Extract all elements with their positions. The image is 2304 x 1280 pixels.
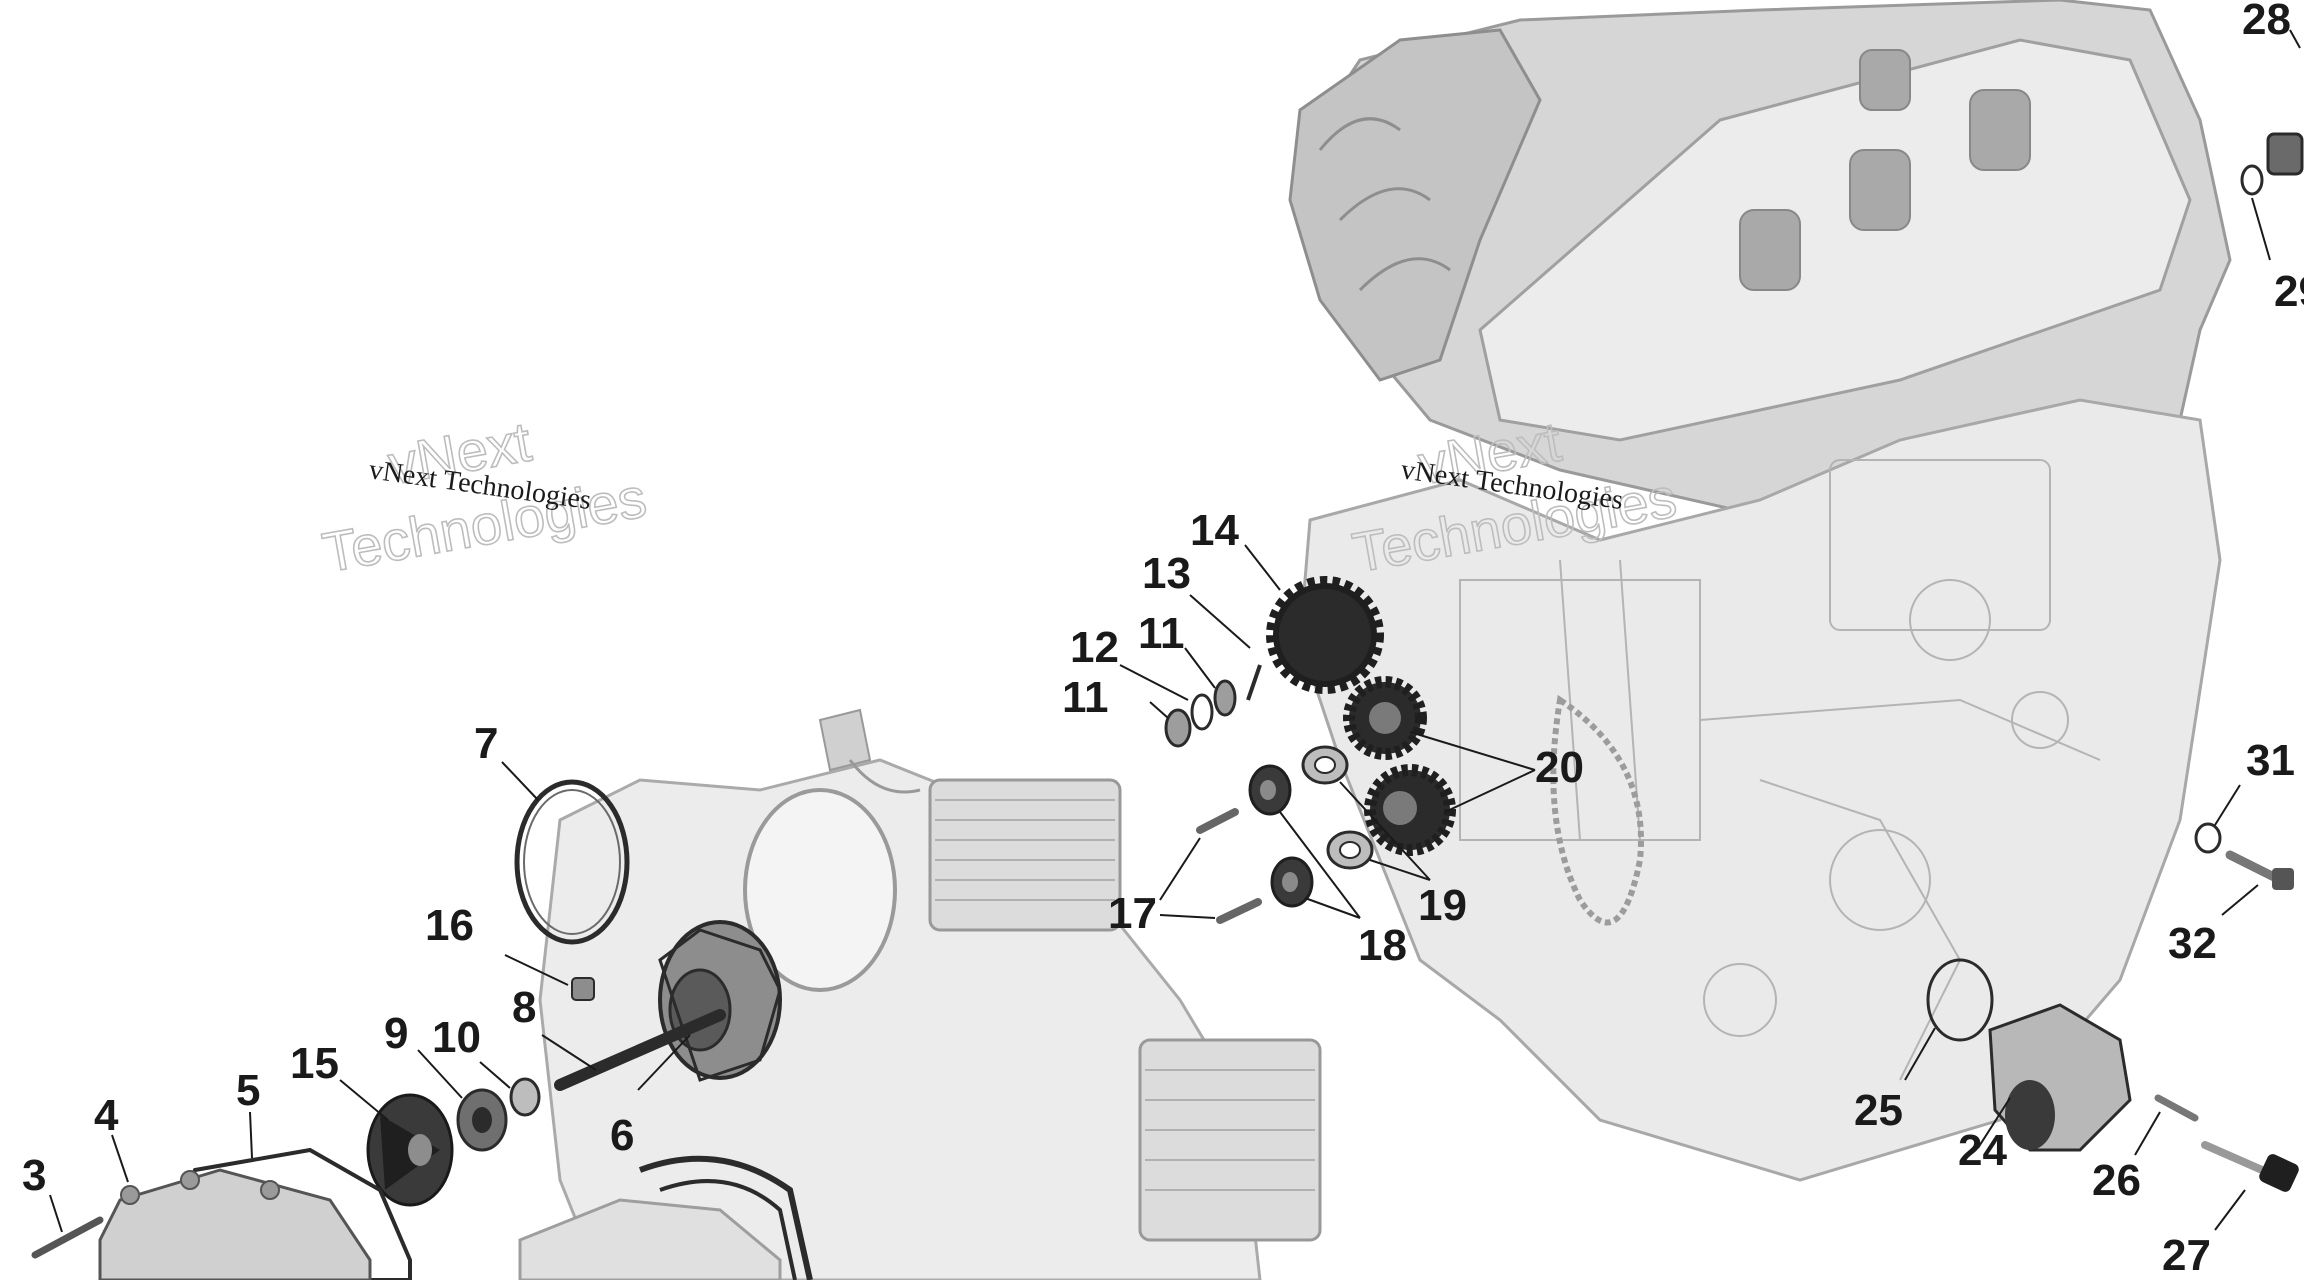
part-24-thermostat-housing — [1988, 1003, 2132, 1152]
callout-11-lower: 11 — [1062, 673, 1109, 722]
part-26-bolt — [2154, 1094, 2199, 1122]
callout-12: 12 — [1070, 623, 1119, 672]
callout-13: 13 — [1142, 549, 1191, 598]
leader-lines — [49, 29, 2301, 1233]
part-20-gear-upper — [1343, 676, 1427, 760]
callout-11-upper: 11 — [1138, 609, 1185, 658]
callout-28: 28 — [2242, 0, 2291, 44]
callout-3: 3 — [22, 1151, 46, 1200]
timing-chain — [1550, 694, 1644, 926]
part-29-o-ring — [2240, 164, 2264, 196]
callout-8: 8 — [512, 983, 536, 1032]
oil-cooler — [928, 778, 1322, 1242]
part-14-gear — [1266, 576, 1384, 694]
callout-5: 5 — [236, 1066, 260, 1115]
part-11-washer-b — [1213, 679, 1237, 717]
part-27-sensor — [2201, 1141, 2299, 1192]
callout-25: 25 — [1854, 1086, 1903, 1135]
exploded-parts — [31, 132, 2304, 1280]
callout-31: 31 — [2246, 736, 2295, 785]
callout-32: 32 — [2168, 919, 2217, 968]
part-13-clip — [1246, 664, 1262, 701]
part-4-pump-cover — [98, 1168, 372, 1280]
part-7-o-ring — [514, 779, 630, 945]
part-17-bolt-b — [1216, 898, 1262, 924]
intake-manifold — [1288, 28, 1542, 382]
callout-19: 19 — [1418, 881, 1467, 930]
callout-7: 7 — [474, 719, 498, 768]
callout-9: 9 — [384, 1009, 408, 1058]
callout-26: 26 — [2092, 1156, 2141, 1205]
part-6-pump-housing — [658, 920, 782, 1082]
part-20-gear-lower — [1364, 764, 1456, 856]
part-3-bolt — [31, 1216, 104, 1259]
callout-10: 10 — [432, 1013, 481, 1062]
part-19-bushing-b — [1326, 830, 1374, 870]
part-19-bushing-a — [1301, 745, 1349, 785]
callout-18: 18 — [1358, 921, 1407, 970]
callout-14: 14 — [1190, 506, 1239, 555]
part-8-shaft — [554, 1009, 726, 1091]
part-31-sealing-ring — [2194, 822, 2222, 854]
part-15-impeller — [366, 1093, 454, 1207]
part-18-spacer-b — [1270, 856, 1314, 908]
part-11-washer-a — [1164, 708, 1192, 748]
callout-20: 20 — [1535, 743, 1584, 792]
callout-29: 29 — [2274, 267, 2304, 316]
part-28-sensor — [2266, 132, 2304, 176]
part-10-washer — [509, 1077, 541, 1117]
callout-24: 24 — [1958, 1126, 2007, 1175]
callout-27: 27 — [2162, 1231, 2211, 1280]
part-17-bolt-a — [1196, 808, 1239, 834]
part-9-nut — [456, 1088, 508, 1152]
part-16-bolt — [571, 977, 595, 1001]
callout-16: 16 — [425, 901, 474, 950]
part-12-shim — [1190, 693, 1214, 731]
callout-6: 6 — [610, 1111, 634, 1160]
part-25-o-ring — [1926, 958, 1994, 1042]
engine-block — [518, 0, 2232, 1280]
part-32-bolt — [2225, 850, 2294, 890]
callouts: 3 4 5 6 7 8 9 10 11 11 12 13 14 15 16 17… — [22, 0, 2304, 1280]
callout-15: 15 — [290, 1039, 339, 1088]
callout-4: 4 — [94, 1091, 119, 1140]
callout-17: 17 — [1108, 889, 1157, 938]
ignition-coils — [1739, 49, 2031, 291]
part-18-spacer-a — [1248, 764, 1292, 816]
